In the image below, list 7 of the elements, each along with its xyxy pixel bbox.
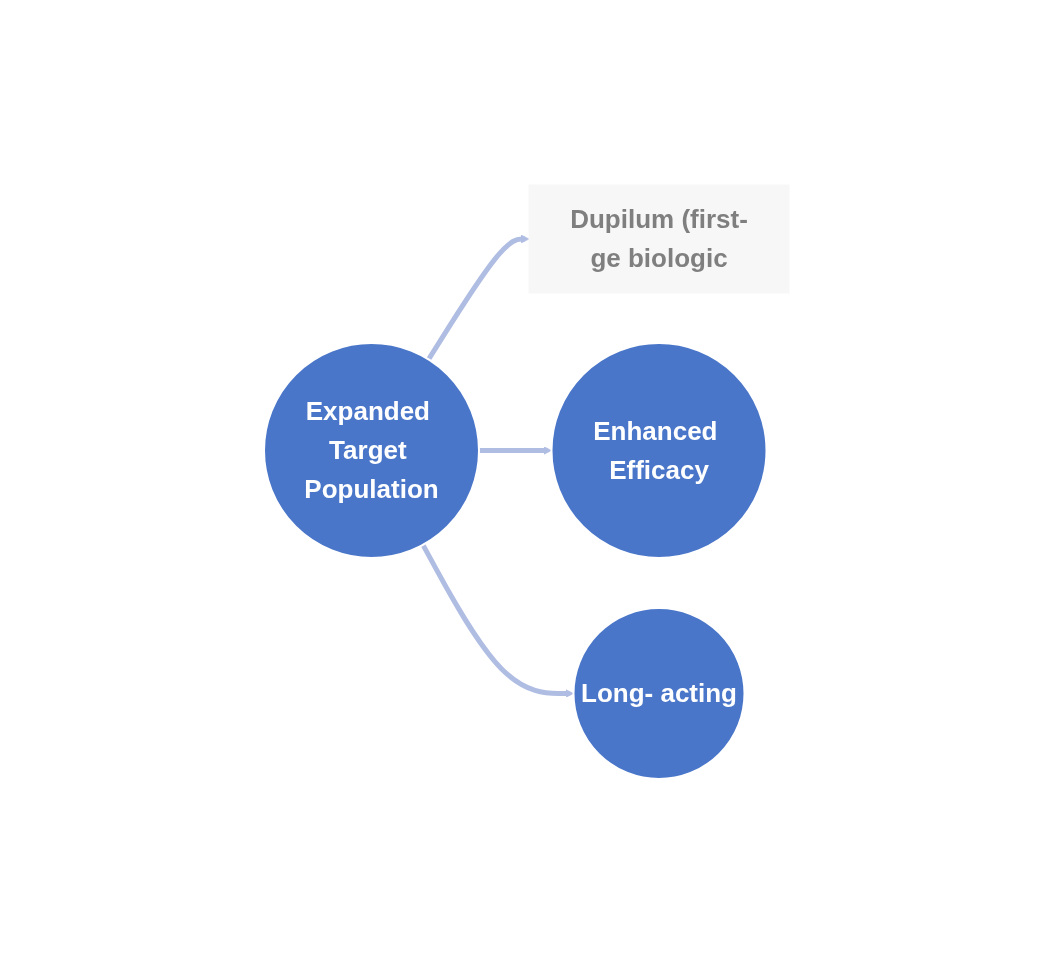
node-circle: Expanded Target Population [262, 341, 480, 559]
arrow [420, 543, 574, 698]
arrow [425, 234, 529, 361]
node-circle: Long- acting [572, 606, 745, 780]
node-box: Dupilum (first-ge biologic [528, 184, 789, 293]
arrow [478, 445, 552, 455]
node-circle: Enhanced Efficacy [550, 341, 767, 559]
